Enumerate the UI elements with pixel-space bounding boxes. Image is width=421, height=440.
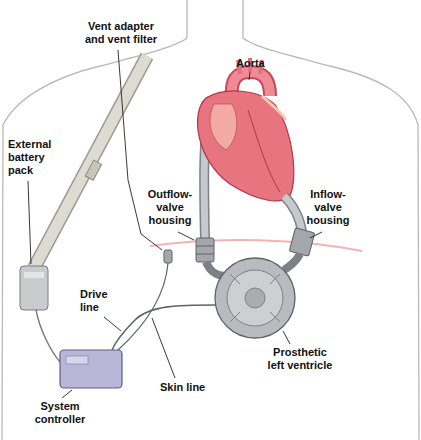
part-label: Outflow-valve housing	[144, 188, 196, 227]
leader-lines	[28, 50, 322, 398]
part-label: External battery pack	[8, 138, 58, 177]
shoulder-strap	[34, 56, 147, 268]
prosthetic-ventricle	[215, 258, 295, 338]
part-label: Skin line	[160, 381, 205, 394]
battery-pack	[20, 266, 60, 362]
part-label: Vent adapter and vent filter	[78, 20, 164, 46]
diaphragm-line	[150, 240, 362, 251]
system-controller	[60, 350, 122, 388]
part-label: Inflow-valve housing	[302, 188, 354, 227]
part-label: Drive line	[80, 288, 114, 314]
skin-line-wire	[118, 263, 168, 350]
drive-line-wire	[112, 305, 216, 350]
vent-adapter	[164, 250, 172, 263]
part-label: System controller	[30, 400, 90, 426]
part-label: Prosthetic left ventricle	[266, 346, 334, 372]
inflow-conduit	[284, 196, 315, 270]
part-label: Aorta	[236, 57, 265, 70]
heart	[198, 58, 294, 201]
